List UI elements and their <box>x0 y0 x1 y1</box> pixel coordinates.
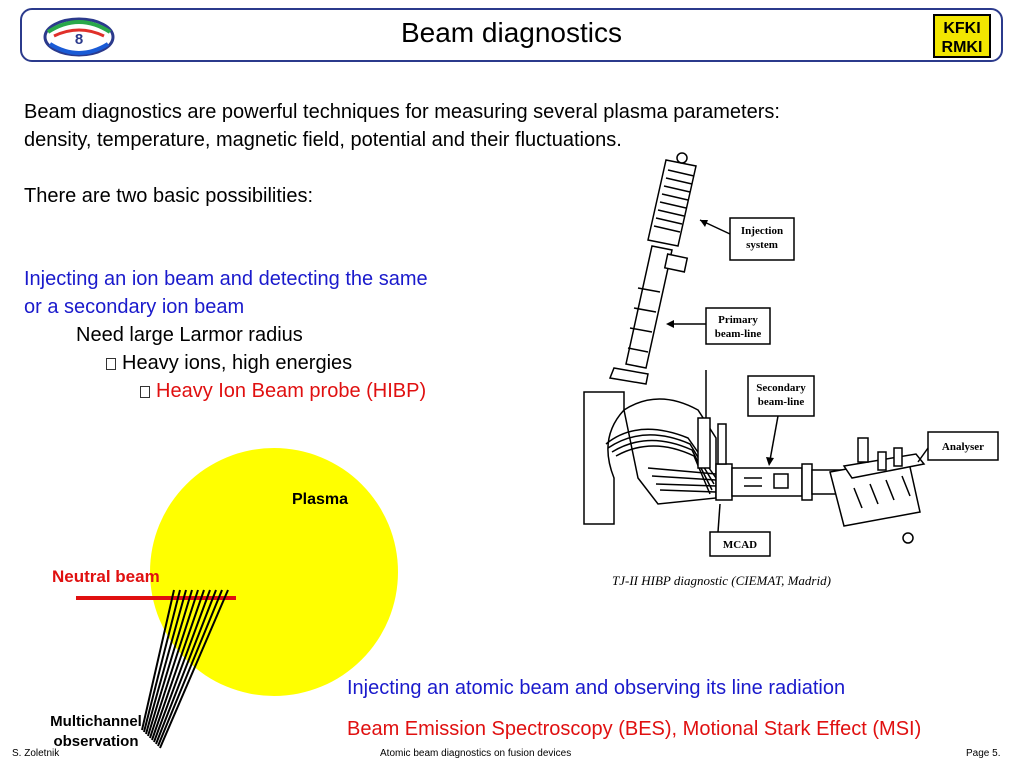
svg-text:system: system <box>746 239 778 251</box>
option1-sub-2: Heavy ions, high energies <box>106 349 352 377</box>
label-primary: Primary beam-line <box>666 307 771 345</box>
label-secondary: Secondary beam-line <box>747 375 815 466</box>
header-bar: 8 Beam diagnostics KFKI RMKI <box>20 8 1003 62</box>
svg-text:Primary: Primary <box>718 314 758 326</box>
footer-page: Page 5. <box>966 748 1001 759</box>
option1-sub-3-text: Heavy Ion Beam probe (HIBP) <box>156 380 427 402</box>
option1-sub-2-text: Heavy ions, high energies <box>122 352 353 374</box>
conference-logo: 8 <box>43 17 115 57</box>
option2-line-1: Injecting an atomic beam and observing i… <box>347 677 846 699</box>
box-bullet-icon <box>106 358 116 370</box>
plasma-circle <box>150 448 398 696</box>
intro-line-1: Beam diagnostics are powerful techniques… <box>24 101 780 123</box>
svg-text:MCAD: MCAD <box>723 539 757 551</box>
possibilities-text: There are two basic possibilities: <box>24 185 314 207</box>
secondary-beamline-drawing <box>697 370 847 501</box>
box-bullet-icon <box>140 386 150 398</box>
option1-line-2: or a secondary ion beam <box>24 296 245 318</box>
plasma-label: Plasma <box>292 491 348 508</box>
label-mcad: MCAD <box>709 503 771 557</box>
option1-line-1: Injecting an ion beam and detecting the … <box>24 268 428 290</box>
page-title: Beam diagnostics <box>400 17 622 48</box>
option2-line-2: Beam Emission Spectroscopy (BES), Motion… <box>347 718 922 740</box>
injector-coil <box>647 152 697 247</box>
observation-label-1: Multichannel <box>50 713 142 730</box>
intro-line-2: density, temperature, magnetic field, po… <box>24 129 622 151</box>
analyser-drawing <box>829 437 926 544</box>
primary-beamline-drawing <box>608 245 689 385</box>
observation-label-2: observation <box>53 733 138 750</box>
svg-text:Secondary: Secondary <box>756 382 806 394</box>
svg-text:beam-line: beam-line <box>715 328 762 340</box>
svg-text:beam-line: beam-line <box>758 396 805 408</box>
observation-lines <box>141 589 229 749</box>
footer-title: Atomic beam diagnostics on fusion device… <box>380 748 572 759</box>
beam-diagram: Plasma Neutral beam Multichannel observa… <box>50 448 398 750</box>
svg-text:KFKI: KFKI <box>943 20 980 37</box>
option1-sub-1: Need large Larmor radius <box>76 324 303 346</box>
svg-text:RMKI: RMKI <box>942 39 983 56</box>
neutral-beam-label: Neutral beam <box>52 567 160 586</box>
svg-text:Injection: Injection <box>741 225 783 237</box>
label-injection: Injection system <box>699 217 795 261</box>
svg-text:Analyser: Analyser <box>942 441 984 453</box>
institute-logo: KFKI RMKI <box>933 14 991 58</box>
vessel-drawing <box>583 391 717 525</box>
hibp-figure: Injection system Primary beam-line Secon… <box>583 152 999 557</box>
option1-sub-3: Heavy Ion Beam probe (HIBP) <box>140 377 426 405</box>
footer-author: S. Zoletnik <box>12 748 60 759</box>
figure-caption: TJ-II HIBP diagnostic (CIEMAT, Madrid) <box>612 573 831 588</box>
logo-left-text: 8 <box>75 31 83 48</box>
label-analyser: Analyser <box>917 431 999 463</box>
